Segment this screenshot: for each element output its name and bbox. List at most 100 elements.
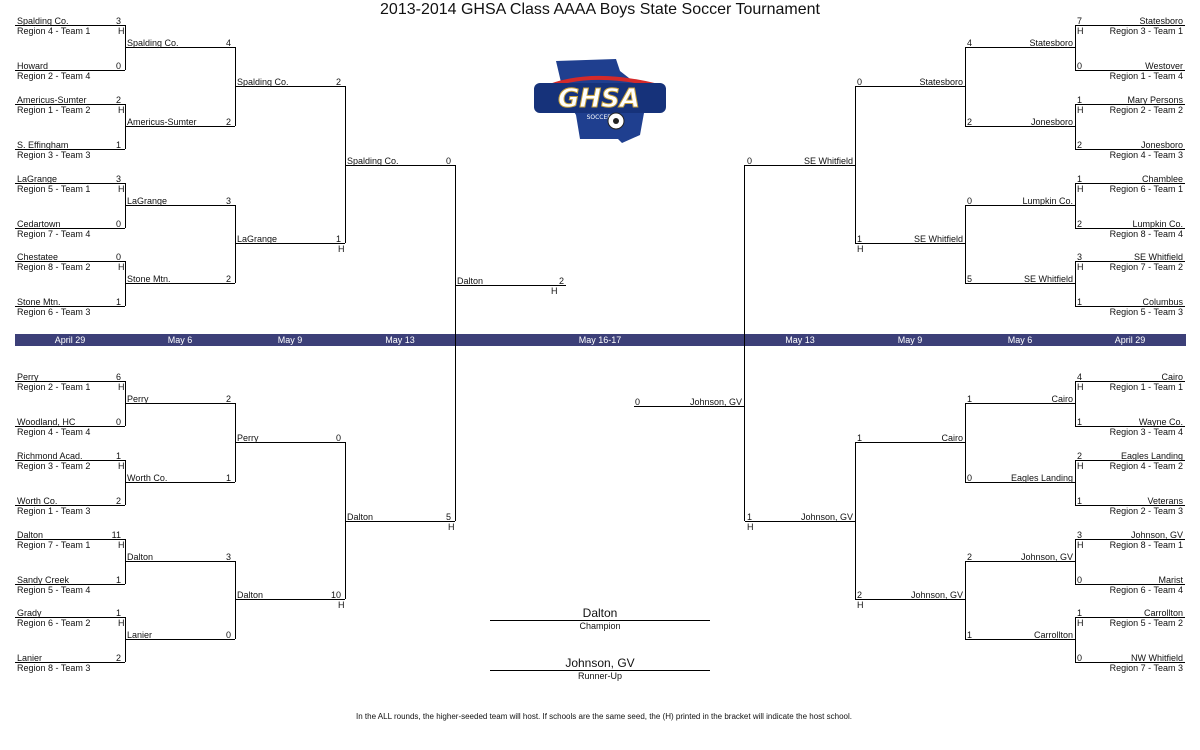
team-name: Stone Mtn. [17,297,61,307]
host-marker: H [118,618,125,628]
bracket-connector [855,86,856,243]
bracket-line [15,426,125,427]
team-name: Cairo [941,433,963,443]
team-name: Statesboro [1139,16,1183,26]
final-score: 0 [635,397,641,407]
team-name: SE Whitfield [803,156,853,166]
seed-label: Region 6 - Team 1 [1109,184,1183,194]
seed-label: Region 4 - Team 3 [1109,150,1183,160]
team-name: Sandy Creek [17,575,70,585]
team-score: 1 [115,451,121,461]
bracket-connector [965,561,966,639]
bracket-line [15,228,125,229]
team-name: Cairo [1051,394,1073,404]
host-marker: H [338,244,345,254]
team-name: SE Whitfield [1133,252,1183,262]
team-name: Lanier [17,653,43,663]
team-name: Grady [17,608,42,618]
team-name: Westover [1145,61,1183,71]
team-score: 2 [225,274,231,284]
bracket-line [1075,662,1185,663]
team-name: Johnson, GV [800,512,853,522]
team-score: 2 [115,95,121,105]
team-score: 0 [335,433,341,443]
team-score: 1 [747,512,753,522]
team-score: 0 [115,61,121,71]
team-name: Jonesboro [1030,117,1073,127]
team-name: Jonesboro [1140,140,1183,150]
seed-label: Region 5 - Team 3 [1109,307,1183,317]
seed-label: Region 2 - Team 1 [17,382,91,392]
seed-label: Region 1 - Team 3 [17,506,91,516]
seed-label: Region 2 - Team 3 [1109,506,1183,516]
team-score: 4 [225,38,231,48]
team-name: Americus-Sumter [17,95,87,105]
bracket-line [1075,149,1185,150]
final-line [456,285,566,286]
bracket-connector [1075,183,1076,228]
date-label: May 16-17 [578,335,622,345]
bracket-connector [345,86,346,243]
team-score: 1 [1077,297,1083,307]
bracket-line [745,165,855,166]
host-marker: H [1077,461,1084,471]
bracket-connector [855,442,856,599]
bracket-connector [1075,381,1076,426]
seed-label: Region 7 - Team 4 [17,229,91,239]
team-score: 1 [115,575,121,585]
bracket-line [235,243,345,244]
bracket-line [15,662,125,663]
bracket-line [345,521,455,522]
seed-label: Region 8 - Team 2 [17,262,91,272]
team-score: 5 [445,512,451,522]
bracket-line [15,505,125,506]
team-score: 1 [967,630,973,640]
team-name: Lumpkin Co. [1022,196,1073,206]
date-label: May 6 [167,335,193,345]
team-score: 1 [1077,417,1083,427]
seed-label: Region 4 - Team 2 [1109,461,1183,471]
team-name: Chestatee [17,252,59,262]
final-team: Dalton [457,276,484,286]
team-score: 1 [115,608,121,618]
bracket-line [965,283,1075,284]
team-score: 0 [967,196,973,206]
team-name: NW Whitfield [1130,653,1183,663]
team-score: 1 [1077,608,1083,618]
team-score: 4 [967,38,973,48]
bracket-line [125,482,235,483]
bracket-line [855,599,965,600]
team-name: Perry [17,372,39,382]
team-name: Spalding Co. [237,77,289,87]
date-label: April 29 [54,335,86,345]
team-name: Marist [1158,575,1184,585]
team-score: 1 [225,473,231,483]
page-title: 2013-2014 GHSA Class AAAA Boys State Soc… [380,1,820,18]
team-score: 2 [967,552,973,562]
bracket-line [965,403,1075,404]
host-marker: H [118,461,125,471]
team-score: 2 [1077,219,1083,229]
team-score: 2 [115,496,121,506]
seed-label: Region 7 - Team 3 [1109,663,1183,673]
bracket-connector [235,205,236,283]
team-name: Lumpkin Co. [1132,219,1183,229]
bracket-line [1075,306,1185,307]
bracket-line [965,47,1075,48]
team-name: Lanier [127,630,153,640]
team-score: 0 [747,156,753,166]
bracket-line [125,47,235,48]
host-marker: H [747,522,754,532]
host-marker: H [118,26,125,36]
host-marker: H [857,244,864,254]
seed-label: Region 7 - Team 2 [1109,262,1183,272]
team-score: 5 [967,274,973,284]
team-name: Eagles Landing [1120,451,1183,461]
bracket-line [125,639,235,640]
host-marker: H [1077,184,1084,194]
bracket-line [15,149,125,150]
final-host: H [551,286,558,296]
team-name: Veterans [1147,496,1183,506]
team-name: Americus-Sumter [127,117,197,127]
